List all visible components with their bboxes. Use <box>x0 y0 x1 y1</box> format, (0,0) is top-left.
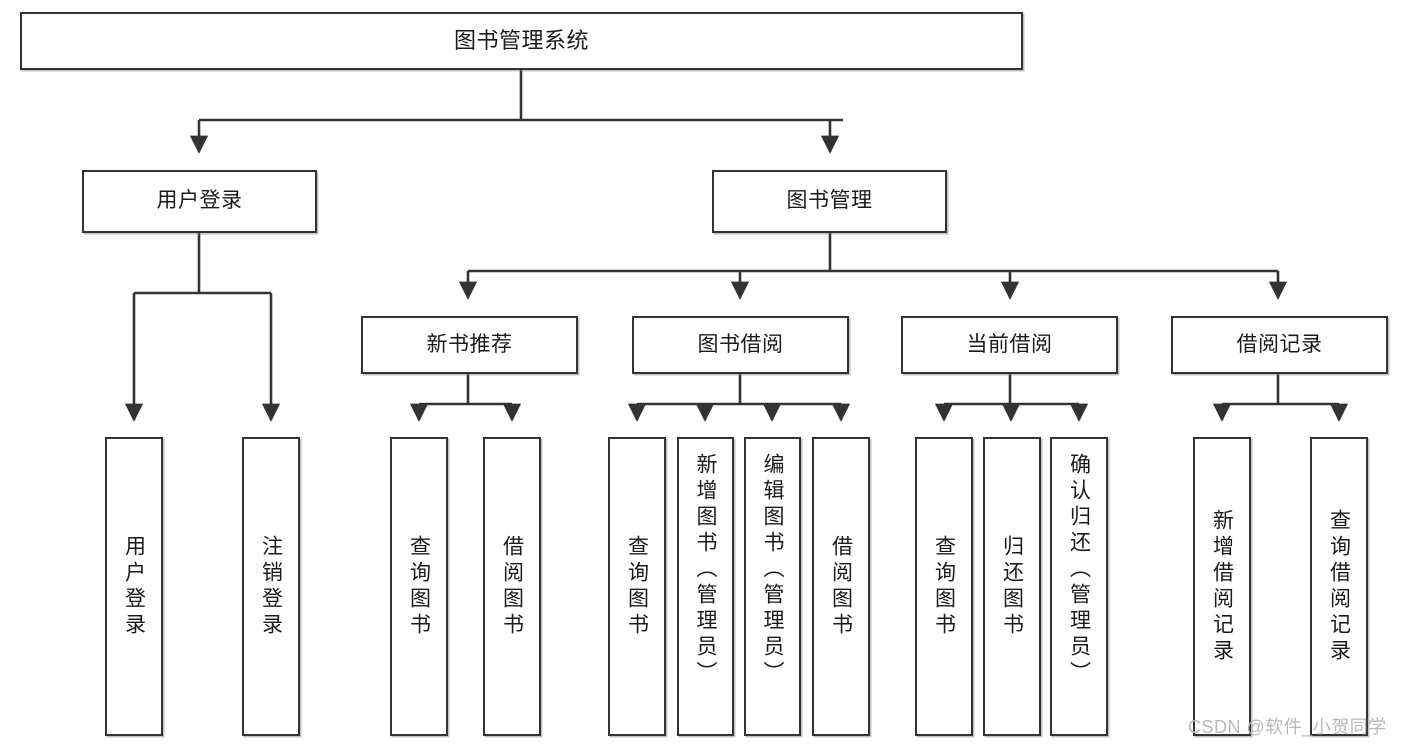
node-leaf-add-record-label: 新增借阅记录 <box>1210 508 1234 665</box>
node-leaf-return-book[interactable]: 归还图书 <box>983 437 1041 736</box>
node-leaf-logout[interactable]: 注销登录 <box>242 437 300 736</box>
node-root-label: 图书管理系统 <box>453 28 589 54</box>
node-book-manage[interactable]: 图书管理 <box>712 170 947 233</box>
node-new-book-rec-label: 新书推荐 <box>426 332 513 356</box>
node-leaf-edit-book-label: 编辑图书（管理员） <box>761 453 784 687</box>
node-leaf-query-book-3[interactable]: 查询图书 <box>915 437 973 736</box>
node-leaf-confirm-return-label: 确认归还（管理员） <box>1067 453 1091 687</box>
node-leaf-borrow-book-1-label: 借阅图书 <box>500 534 524 639</box>
node-book-borrow-label: 图书借阅 <box>697 332 784 356</box>
node-leaf-query-record[interactable]: 查询借阅记录 <box>1310 437 1368 736</box>
node-leaf-borrow-book-1[interactable]: 借阅图书 <box>483 437 541 736</box>
node-leaf-logout-label: 注销登录 <box>259 534 283 639</box>
node-new-book-rec[interactable]: 新书推荐 <box>361 316 578 374</box>
node-leaf-borrow-book-2[interactable]: 借阅图书 <box>812 437 870 736</box>
node-book-manage-label: 图书管理 <box>786 189 873 213</box>
node-leaf-add-record[interactable]: 新增借阅记录 <box>1193 437 1251 736</box>
node-leaf-add-book-label: 新增图书（管理员） <box>694 453 717 687</box>
node-leaf-query-book-3-label: 查询图书 <box>932 534 956 639</box>
node-borrow-record[interactable]: 借阅记录 <box>1171 316 1388 374</box>
node-leaf-query-book-1-label: 查询图书 <box>407 534 431 639</box>
node-borrow-record-label: 借阅记录 <box>1236 332 1323 356</box>
node-current-borrow[interactable]: 当前借阅 <box>901 316 1118 374</box>
node-current-borrow-label: 当前借阅 <box>966 332 1053 356</box>
node-leaf-confirm-return[interactable]: 确认归还（管理员） <box>1050 437 1108 736</box>
node-leaf-query-record-label: 查询借阅记录 <box>1327 508 1351 665</box>
node-leaf-return-book-label: 归还图书 <box>1000 534 1024 639</box>
node-root[interactable]: 图书管理系统 <box>20 12 1023 70</box>
node-leaf-query-book-2[interactable]: 查询图书 <box>608 437 666 736</box>
node-leaf-add-book[interactable]: 新增图书（管理员） <box>677 437 734 736</box>
node-leaf-query-book-2-label: 查询图书 <box>625 534 649 639</box>
node-leaf-query-book-1[interactable]: 查询图书 <box>390 437 448 736</box>
node-leaf-borrow-book-2-label: 借阅图书 <box>829 534 853 639</box>
node-user-login-label: 用户登录 <box>156 189 243 213</box>
node-leaf-edit-book[interactable]: 编辑图书（管理员） <box>744 437 801 736</box>
node-book-borrow[interactable]: 图书借阅 <box>632 316 849 374</box>
node-user-login[interactable]: 用户登录 <box>82 170 317 233</box>
watermark: CSDN @软件_小贺同学 <box>1188 717 1387 737</box>
node-leaf-user-login[interactable]: 用户登录 <box>105 437 163 736</box>
node-leaf-user-login-label: 用户登录 <box>122 534 146 639</box>
